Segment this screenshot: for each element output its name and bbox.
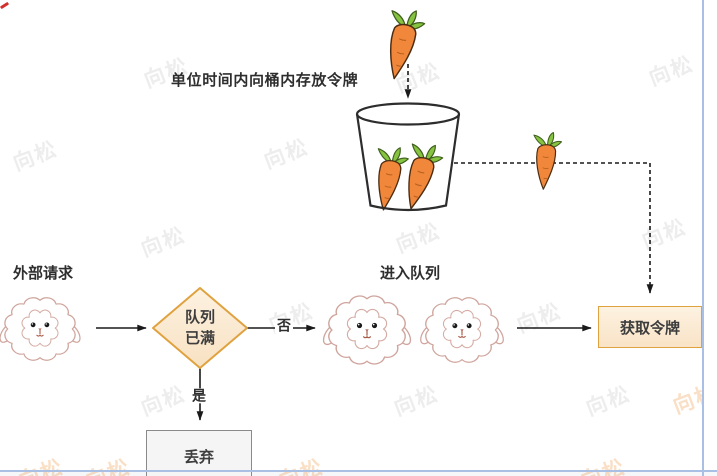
bucket-icon[interactable] [355, 102, 461, 214]
sheep-icon-queue-1[interactable] [319, 295, 415, 365]
outside-page-right [704, 0, 717, 470]
acquire-token-label: 获取令牌 [619, 319, 680, 337]
falling-carrot-icon[interactable] [376, 4, 428, 84]
queue-full-diamond-text: 队列 已满 [152, 306, 248, 350]
outside-page-bottom [0, 472, 717, 476]
enter-queue-label: 进入队列 [380, 265, 441, 282]
dispensed-carrot-icon[interactable] [528, 130, 563, 192]
acquire-token-node[interactable]: 获取令牌 [598, 306, 702, 348]
diamond-text-line1: 队列 [184, 309, 215, 326]
page-edge-right-line [702, 0, 704, 476]
discard-node[interactable]: 丢弃 [146, 430, 252, 476]
queue-full-diamond[interactable] [152, 287, 248, 369]
no-edge-label: 否 [275, 317, 293, 334]
diamond-text-line2: 已满 [184, 330, 215, 347]
token-dispense-dashed-arrow[interactable] [454, 162, 654, 294]
yes-edge-label: 是 [190, 387, 208, 404]
page-edge-bottom-line [0, 470, 717, 472]
sheep-icon-queue-2[interactable] [416, 297, 508, 363]
refill-label: 单位时间内向桶内存放令牌 [171, 72, 359, 89]
external-request-label: 外部请求 [13, 265, 74, 282]
discard-label: 丢弃 [183, 448, 214, 466]
sheep-icon-request[interactable] [0, 297, 84, 361]
